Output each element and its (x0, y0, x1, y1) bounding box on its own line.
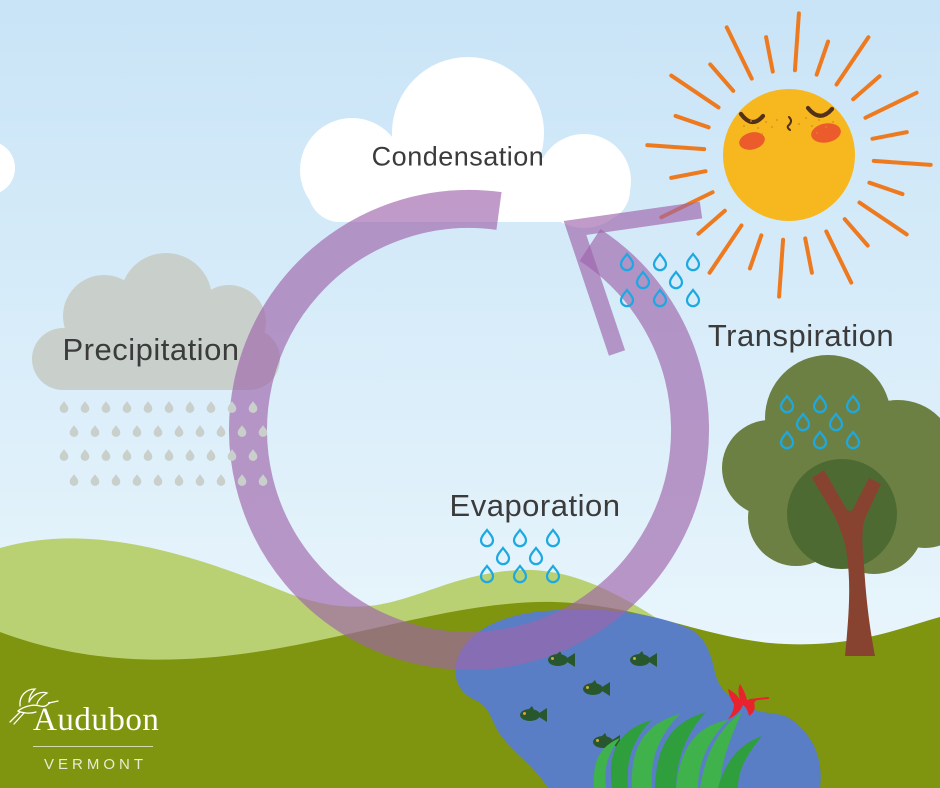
label-condensation: Condensation (371, 141, 545, 172)
label-evaporation: Evaporation (449, 488, 621, 523)
audubon-logo: Audubon VERMONT (6, 682, 226, 782)
label-precipitation: Precipitation (62, 332, 240, 367)
grass-plant (593, 712, 762, 788)
tree (722, 355, 940, 656)
logo-region: VERMONT (44, 756, 147, 773)
cycle-arrow (229, 190, 710, 670)
label-transpiration: Transpiration (707, 318, 895, 353)
tree-trunk (812, 470, 881, 656)
sun (645, 11, 933, 299)
logo-divider (33, 746, 153, 747)
egret-icon (9, 688, 59, 725)
logo-brand: Audubon (33, 702, 160, 738)
small-cloud (0, 143, 15, 193)
precipitation-cloud (32, 253, 280, 390)
cycle-arrowhead (563, 201, 703, 356)
hummingbird (728, 684, 769, 719)
sun-disc (723, 89, 855, 221)
sun-face (738, 105, 841, 150)
cycle-arrow-arc (229, 190, 710, 670)
